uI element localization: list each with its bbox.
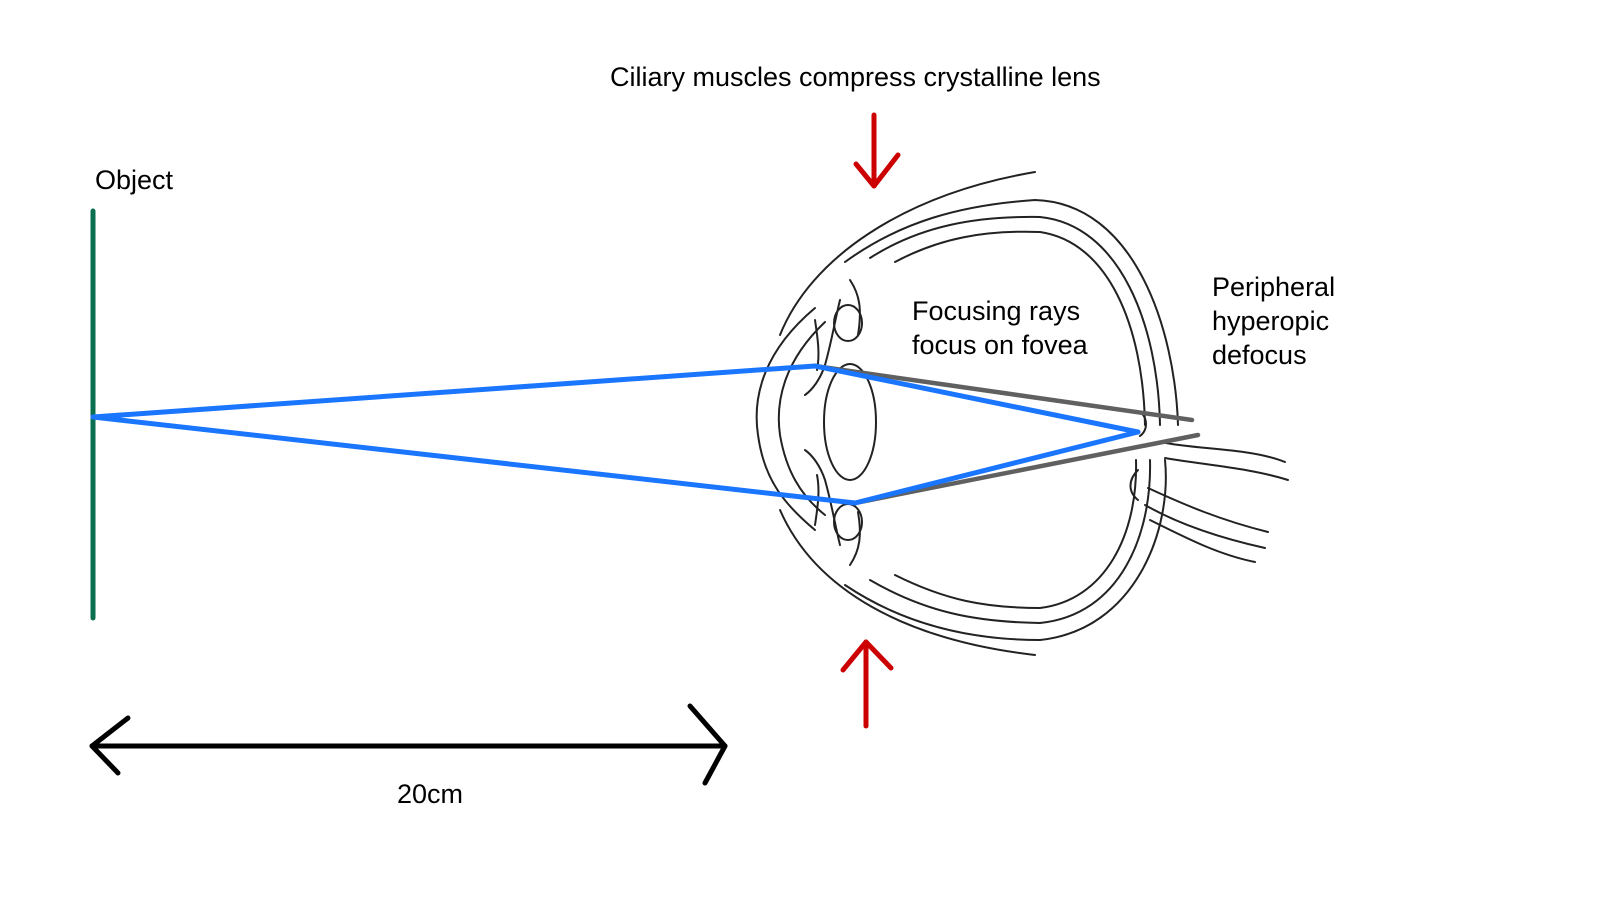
defocus-ray-lower xyxy=(852,432,1201,506)
cornea-outer xyxy=(755,307,816,531)
peripheral-defocus-label: Peripheral hyperopic defocus xyxy=(1212,270,1335,372)
choroid-lower xyxy=(869,459,1152,624)
optic-nerve-lower-1 xyxy=(1147,487,1269,533)
distance-head-left xyxy=(89,715,131,776)
ciliary-fold-upper xyxy=(849,279,861,336)
defocus-rays xyxy=(812,363,1201,506)
retina-lower xyxy=(894,459,1138,609)
defocus-label-line-3: defocus xyxy=(1212,340,1307,370)
optic-nerve-lower-3 xyxy=(1149,519,1256,563)
defocus-label-line-2: hyperopic xyxy=(1212,306,1330,336)
optic-nerve-lower-2 xyxy=(1144,504,1266,549)
defocus-label-line-1: Peripheral xyxy=(1212,272,1336,302)
double-headed-arrow-icon xyxy=(89,703,728,786)
sclera-outer-top xyxy=(779,171,1036,336)
focusing-label-line-2: focus on fovea xyxy=(912,330,1088,360)
sclera-lower xyxy=(844,459,1167,641)
sclera-upper xyxy=(844,199,1179,426)
ciliary-body-upper xyxy=(833,304,863,342)
sclera-outer-bottom xyxy=(779,509,1036,656)
optic-disc-bump xyxy=(1129,469,1139,501)
eye-cross-section xyxy=(755,171,1289,656)
arrow-up-icon xyxy=(840,639,894,729)
iris-upper xyxy=(804,299,841,396)
defocus-ray-upper xyxy=(812,363,1195,423)
focusing-rays xyxy=(90,363,1141,506)
retina-upper xyxy=(894,230,1146,426)
arrow-down-icon xyxy=(853,112,901,189)
crystalline-lens xyxy=(823,363,877,481)
optic-nerve-upper-1 xyxy=(1159,441,1286,463)
choroid-upper xyxy=(869,215,1161,426)
object-label: Object xyxy=(95,165,174,195)
zonule-upper xyxy=(814,319,820,371)
ciliary-title: Ciliary muscles compress crystalline len… xyxy=(610,62,1101,92)
ciliary-body-lower xyxy=(833,503,863,541)
distance-label: 20cm xyxy=(397,779,464,809)
focusing-ray-upper xyxy=(90,363,1141,435)
focusing-rays-label: Focusing rays focus on fovea xyxy=(912,294,1088,362)
cornea-inner xyxy=(777,321,826,516)
distance-head-right xyxy=(687,703,728,786)
optic-nerve-upper-2 xyxy=(1164,457,1289,481)
focusing-label-line-1: Focusing rays xyxy=(912,296,1081,326)
iris-lower xyxy=(804,449,841,546)
ciliary-fold-lower xyxy=(849,511,861,566)
focusing-ray-lower xyxy=(90,414,1141,506)
